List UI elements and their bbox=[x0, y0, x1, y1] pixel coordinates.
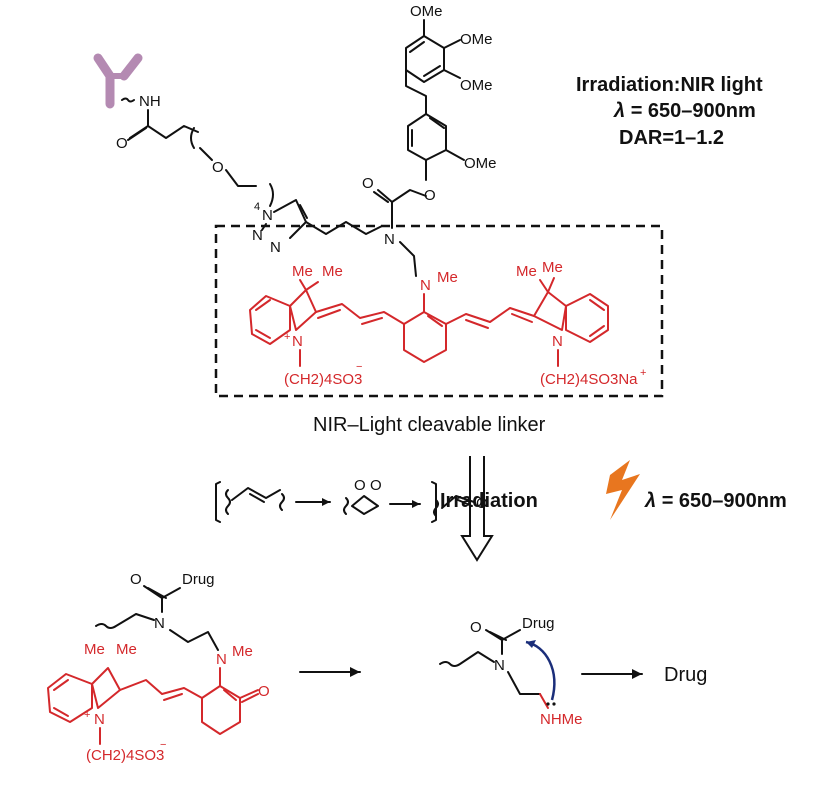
lambda-symbol: λ bbox=[614, 100, 626, 122]
amine-n-label: N bbox=[494, 657, 505, 674]
right-me2-label: Me bbox=[542, 259, 563, 276]
left-minus-label: − bbox=[356, 361, 362, 373]
linker-structure: NH O O 4 N N N N O O OMe bbox=[116, 3, 497, 277]
right-plus-label: + bbox=[640, 367, 646, 379]
ome-ring1-bottom-label: OMe bbox=[460, 77, 493, 94]
lower-minus-label: − bbox=[160, 739, 166, 751]
peg-oxygen-label: O bbox=[212, 159, 224, 176]
left-me1-label: Me bbox=[292, 263, 313, 280]
nhme-label: NHMe bbox=[540, 711, 583, 728]
linker-caption: NIR–Light cleavable linker bbox=[313, 414, 546, 436]
lower-me2-label: Me bbox=[116, 641, 137, 658]
oxidation-mechanism: O O O bbox=[215, 460, 640, 523]
intermediate-drug-label: Drug bbox=[182, 571, 215, 588]
aldehyde-oxygen-label: O bbox=[476, 495, 488, 512]
left-sulfonate-label: (CH2)4SO3 bbox=[284, 371, 362, 388]
cleaved-intermediate: N O Drug N Me O Me Me N + (CH2)4SO3 − bbox=[47, 571, 270, 764]
dioxetane-o1-label: O bbox=[354, 477, 366, 494]
right-me1-label: Me bbox=[516, 263, 537, 280]
carbamate-oxygen-label: O bbox=[362, 175, 374, 192]
lower-indole-n-label: N bbox=[94, 711, 105, 728]
lower-me1-label: Me bbox=[84, 641, 105, 658]
dar-value: DAR=1–1.2 bbox=[619, 127, 725, 149]
right-indole-n-label: N bbox=[552, 333, 563, 350]
ome-ring1-top-label: OMe bbox=[410, 3, 443, 20]
irradiation-wavelength: λ = 650–900nm bbox=[614, 100, 756, 123]
intermediate-nme-n-label: N bbox=[216, 651, 227, 668]
lower-plus-label: + bbox=[84, 709, 90, 721]
antibody-icon bbox=[93, 53, 143, 109]
intermediate-n-label: N bbox=[154, 615, 165, 632]
triazole-n2-label: N bbox=[252, 227, 263, 244]
amine-drug-label: Drug bbox=[522, 615, 555, 632]
carbamate-nitrogen-label: N bbox=[384, 231, 395, 248]
amine-intermediate: N O Drug NHMe bbox=[439, 615, 583, 728]
lambda-value: = 650–900nm bbox=[630, 100, 756, 122]
left-indole-n-label: N bbox=[292, 333, 303, 350]
step-wavelength: λ = 650–900nm bbox=[645, 490, 787, 513]
cy-n-me-label: N bbox=[420, 277, 431, 294]
ome-ring2-label: OMe bbox=[464, 155, 497, 172]
triazole-n3-label: N bbox=[270, 239, 281, 256]
cyanine-dye: N Me Me Me N + (CH2)4SO3 − Me Me bbox=[249, 259, 646, 388]
peg-count-label: 4 bbox=[254, 201, 260, 213]
ome-ring1-mid-label: OMe bbox=[460, 31, 493, 48]
intermediate-o-label: O bbox=[130, 571, 142, 588]
linker-highlight-box bbox=[214, 224, 664, 398]
amine-carbonyl-o-label: O bbox=[470, 619, 482, 636]
ketone-oxygen-label: O bbox=[258, 683, 270, 700]
lightning-bolt-icon bbox=[606, 460, 640, 520]
intermediate-nme-methyl-label: Me bbox=[232, 643, 253, 660]
ester-oxygen-label: O bbox=[424, 187, 436, 204]
left-me2-label: Me bbox=[322, 263, 343, 280]
amide-oxygen-label: O bbox=[116, 135, 128, 152]
cy-nme-methyl-label: Me bbox=[437, 269, 458, 286]
step-lambda-symbol: λ bbox=[645, 490, 657, 512]
triazole-n1-label: N bbox=[262, 207, 273, 224]
right-sulfonate-label: (CH2)4SO3Na bbox=[540, 371, 638, 388]
left-plus-label: + bbox=[284, 331, 290, 343]
nh-label: NH bbox=[139, 93, 161, 110]
lower-sulfonate-label: (CH2)4SO3 bbox=[86, 747, 164, 764]
released-drug-label: Drug bbox=[664, 664, 708, 686]
step-lambda-value: = 650–900nm bbox=[661, 490, 787, 512]
reaction-arrow-icon bbox=[460, 456, 494, 562]
irradiation-title: Irradiation:NIR light bbox=[576, 74, 763, 96]
step-irradiation-label: Irradiation bbox=[440, 490, 538, 512]
dioxetane-o2-label: O bbox=[370, 477, 382, 494]
